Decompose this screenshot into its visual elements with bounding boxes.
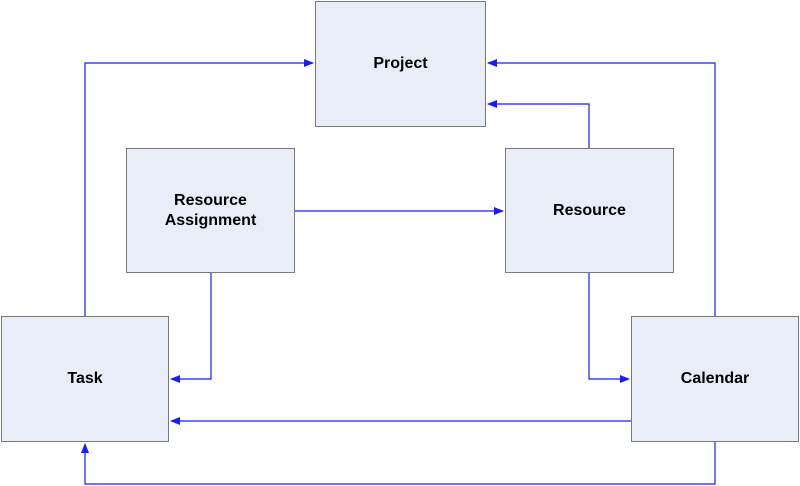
resource-assignment-label-line-1: Resource <box>174 191 247 209</box>
connector-resource-assignment-to-task <box>170 273 212 383</box>
resource-node-label: Resource <box>553 201 626 219</box>
connector-calendar-to-project <box>487 59 716 316</box>
resource-assignment-node[interactable]: Resource Assignment <box>126 148 295 273</box>
project-node-label: Project <box>373 55 428 72</box>
task-node[interactable]: Task <box>1 316 169 442</box>
connector-task-to-project <box>84 59 314 316</box>
connector-resource-to-calendar <box>588 273 630 383</box>
resource-assignment-node-label: Resource Assignment <box>165 191 257 231</box>
calendar-node[interactable]: Calendar <box>631 316 799 442</box>
calendar-node-label: Calendar <box>680 370 750 387</box>
resource-assignment-label-line-2: Assignment <box>164 211 257 229</box>
task-node-label: Task <box>67 370 103 387</box>
resource-node[interactable]: Resource <box>505 148 674 273</box>
connector-resource-to-project <box>487 100 590 148</box>
project-node[interactable]: Project <box>315 1 486 127</box>
connector-calendar-to-task-bottom <box>81 442 716 485</box>
